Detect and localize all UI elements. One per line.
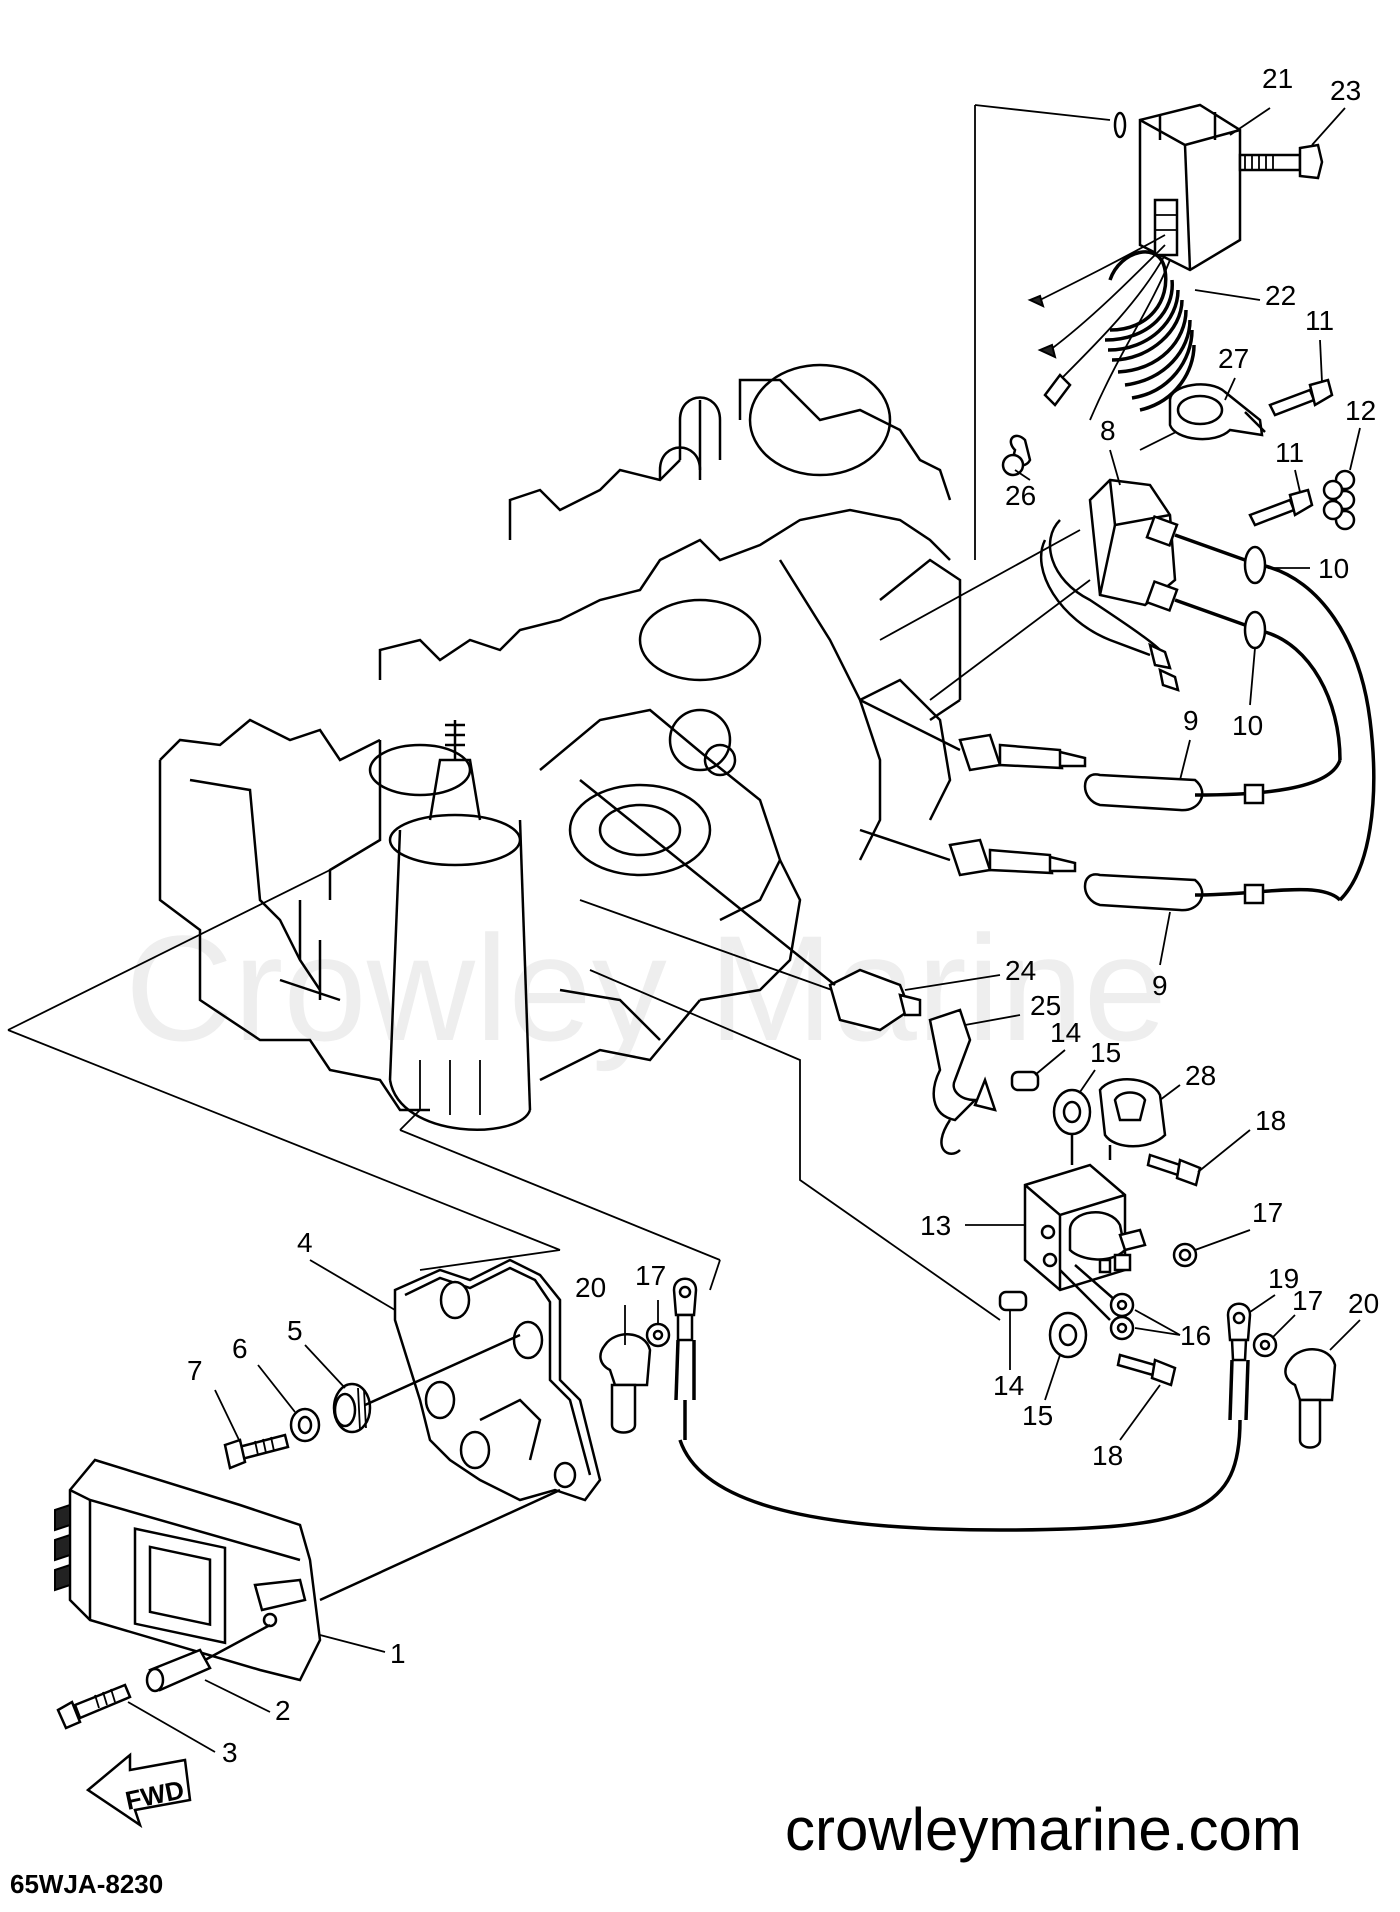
callout-17: 17 [1292, 1285, 1323, 1316]
callout-28: 28 [1185, 1060, 1216, 1091]
bolt-18-upper [1146, 1153, 1202, 1187]
nut-17-right [1252, 1332, 1278, 1358]
callout-26: 26 [1005, 480, 1036, 511]
callout-27: 27 [1218, 343, 1249, 374]
callout-4: 4 [297, 1227, 313, 1258]
ignition-coil-8 [1039, 478, 1246, 692]
nut-16 [1109, 1292, 1135, 1341]
callout-20: 20 [575, 1272, 606, 1303]
grommet-15-upper [1052, 1088, 1092, 1165]
callout-14: 14 [1050, 1017, 1081, 1048]
plug-cap-9-lower [1083, 873, 1342, 912]
nut-17-left [645, 1322, 671, 1348]
ignition-unit-21 [1009, 103, 1242, 467]
clamp-27 [1168, 383, 1266, 441]
callout-9: 9 [1183, 705, 1199, 736]
bolt-18-lower [1116, 1353, 1177, 1387]
callout-18: 18 [1092, 1440, 1123, 1471]
callout-19: 19 [1268, 1263, 1299, 1294]
callout-8: 8 [1100, 415, 1116, 446]
callout-15: 15 [1022, 1400, 1053, 1431]
relay-13 [1023, 1163, 1147, 1321]
boot-20-right [1284, 1348, 1337, 1449]
callout-23: 23 [1330, 75, 1361, 106]
callout-11: 11 [1275, 437, 1304, 468]
cable-19 [678, 1302, 1252, 1532]
bolt-11-lower [1248, 488, 1314, 527]
watermark: Crowley Marine [125, 904, 1167, 1072]
screw-14-lower [998, 1290, 1028, 1312]
diagram-code: 65WJA-8230 [10, 1869, 163, 1899]
callout-20: 20 [1348, 1288, 1379, 1319]
callout-22: 22 [1265, 280, 1296, 311]
callout-18: 18 [1255, 1105, 1286, 1136]
engine-block [158, 363, 962, 1131]
callout-17: 17 [635, 1260, 666, 1291]
callout-13: 13 [920, 1210, 951, 1241]
callout-11: 11 [1305, 305, 1334, 336]
grommet-5 [332, 1382, 372, 1434]
collar-6 [289, 1333, 521, 1443]
callout-1: 1 [390, 1638, 406, 1669]
cdi-unit-1 [54, 1458, 561, 1682]
battery-lead [672, 1277, 698, 1440]
clip-12 [1322, 469, 1356, 531]
spark-plug-upper [859, 698, 1087, 772]
callout-16: 16 [1180, 1320, 1211, 1351]
bolt-23 [1238, 143, 1324, 180]
grommet-10-upper [1243, 545, 1376, 902]
screw-14-upper [1010, 1070, 1040, 1092]
collar-2 [145, 1623, 271, 1693]
callout-6: 6 [232, 1333, 248, 1364]
callout-10: 10 [1318, 553, 1349, 584]
callout-2: 2 [275, 1695, 291, 1726]
callout-15: 15 [1090, 1037, 1121, 1068]
wiring-spring-22 [1104, 250, 1196, 412]
grommet-15-lower [1048, 1311, 1088, 1359]
hose-25 [928, 1008, 997, 1155]
callout-5: 5 [287, 1315, 303, 1346]
callout-21: 21 [1262, 63, 1293, 94]
screw-26 [1001, 453, 1025, 477]
boot-20-left [599, 1333, 652, 1434]
callout-7: 7 [187, 1355, 203, 1386]
plug-cap-9-upper [1083, 759, 1342, 812]
callout-24: 24 [1005, 955, 1036, 986]
callout-labels: 21 23 22 11 27 12 8 11 26 10 10 9 9 24 2… [187, 63, 1379, 1768]
fwd-arrow: FWD [85, 1752, 192, 1829]
spark-plug-lower [859, 828, 1077, 877]
callout-10: 10 [1232, 710, 1263, 741]
cap-28 [1098, 1078, 1167, 1160]
callout-12: 12 [1345, 395, 1376, 426]
nut-17-relay [1172, 1242, 1198, 1268]
brand-text: crowleymarine.com [785, 1796, 1302, 1863]
sensor-24 [579, 779, 922, 1032]
leader-lines [127, 107, 1361, 1753]
bolt-3 [56, 1683, 132, 1730]
bolt-11-upper [1268, 378, 1334, 417]
callout-17: 17 [1252, 1197, 1283, 1228]
callout-14: 14 [993, 1370, 1024, 1401]
bolt-7 [223, 1433, 290, 1470]
callout-3: 3 [222, 1737, 238, 1768]
callout-25: 25 [1030, 990, 1061, 1021]
bracket-4 [393, 1258, 602, 1502]
callout-9: 9 [1152, 970, 1168, 1001]
phantom-lines [7, 104, 1201, 1321]
